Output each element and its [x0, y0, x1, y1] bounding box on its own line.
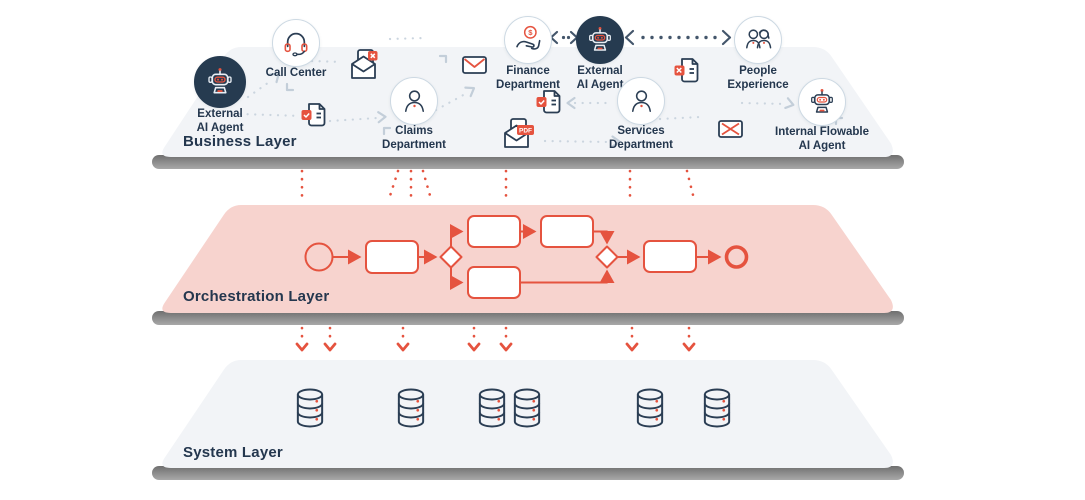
orchestration-layer-surface: [162, 205, 893, 313]
robot-icon: [585, 25, 615, 55]
business-layer-edge: [152, 155, 904, 169]
node-label-external-ai-agent-left: External AI Agent: [196, 108, 244, 134]
node-external-ai-agent-left: [194, 56, 246, 108]
connectors-orchestration-to-system: [295, 326, 696, 352]
orchestration-layer-label: Orchestration Layer: [183, 288, 330, 305]
bpmn-task-4: [467, 266, 521, 299]
bpmn-end-event: [724, 245, 749, 269]
bpmn-flow-join-top: [593, 230, 615, 245]
node-label-finance-department: Finance Department: [496, 65, 560, 91]
envelope-error-icon: [718, 120, 743, 138]
bpmn-gateway-merge: [595, 245, 619, 269]
node-external-ai-agent-top: [576, 16, 624, 64]
node-label-external-ai-agent-top: External AI Agent: [576, 65, 624, 91]
document-error-icon: [674, 58, 699, 83]
bpmn-flow-down: [450, 268, 464, 290]
open-envelope-error-icon: [351, 49, 378, 79]
node-label-claims-department: Claims Department: [382, 125, 446, 151]
document-check-icon: [301, 103, 326, 127]
envelope-icon: [462, 56, 487, 74]
node-label-services-department: Services Department: [609, 125, 673, 151]
business-layer-surface: [162, 47, 893, 157]
document-lines-icon: [536, 90, 561, 114]
pdf-badge-label: PDF: [519, 128, 532, 135]
business-layer-label: Business Layer: [183, 133, 297, 150]
bpmn-process-flow: [304, 215, 749, 299]
people-icon: [742, 24, 775, 57]
bpmn-task-3: [540, 215, 594, 248]
node-label-internal-flowable-ai-agent: Internal Flowable AI Agent: [775, 126, 869, 152]
bpmn-task-2: [467, 215, 521, 248]
orchestration-layer-edge: [152, 311, 904, 325]
bpmn-task-1: [365, 240, 419, 274]
open-envelope-pdf-icon: PDF: [504, 118, 534, 148]
person-icon: [626, 86, 657, 117]
bpmn-gateway-split: [439, 245, 463, 269]
system-layer-edge: [152, 466, 904, 480]
node-claims-department: [390, 77, 438, 125]
hand-coin-icon: [512, 24, 544, 56]
bpmn-start-event: [304, 242, 334, 272]
robot-icon: [807, 87, 837, 117]
bpmn-task-5: [643, 240, 697, 273]
headset-icon: [280, 27, 312, 59]
node-label-people-experience: People Experience: [727, 65, 789, 91]
agent-link-arrow-short: [549, 30, 579, 45]
node-finance-department: [504, 16, 552, 64]
node-label-call-center: Call Center: [265, 67, 327, 79]
connectors-business-to-orchestration: [300, 169, 696, 201]
agent-link-arrow-long: [624, 29, 732, 46]
bpmn-flow-up: [450, 224, 464, 246]
node-people-experience: [734, 16, 782, 64]
node-internal-flowable-ai-agent: [798, 78, 846, 126]
node-services-department: [617, 77, 665, 125]
bpmn-flow-join-bottom: [520, 269, 615, 284]
dotted-trails: [238, 36, 788, 144]
system-layer-surface: [162, 360, 893, 468]
person-icon: [399, 86, 430, 117]
system-layer-label: System Layer: [183, 444, 283, 461]
node-call-center: [272, 19, 320, 67]
